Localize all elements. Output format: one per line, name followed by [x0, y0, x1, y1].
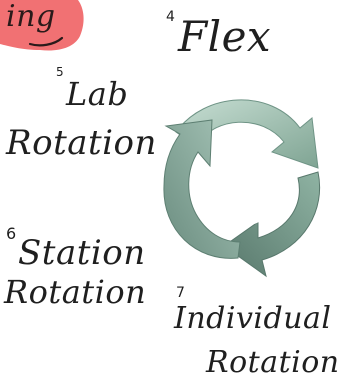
item-label-station-rotation: Rotation — [4, 273, 147, 311]
heading-fragment: ing — [6, 0, 56, 34]
item-label-lab: Lab — [66, 75, 129, 113]
item-label-lab-rotation: Rotation — [6, 123, 157, 163]
item-number-7: 7 — [176, 285, 185, 301]
item-number-4: 4 — [166, 9, 175, 25]
item-number-6: 6 — [6, 224, 17, 243]
item-label-flex: Flex — [178, 12, 272, 61]
item-number-5: 5 — [56, 65, 64, 79]
item-label-station: Station — [18, 233, 146, 273]
item-label-individual-rotation: Rotation — [206, 345, 339, 380]
item-label-individual: Individual — [174, 301, 332, 336]
